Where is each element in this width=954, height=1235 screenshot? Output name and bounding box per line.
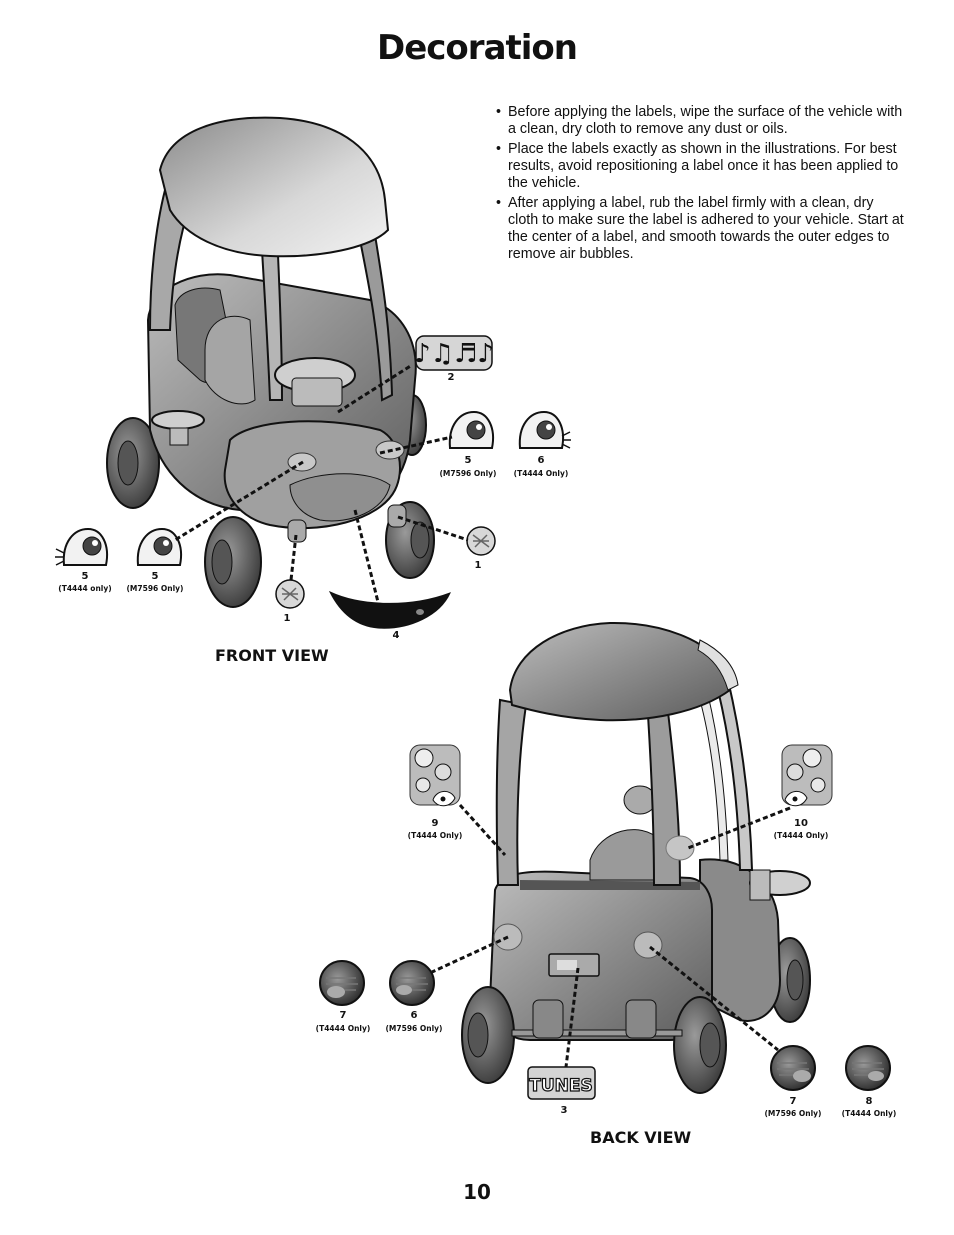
callout-number: 3 bbox=[561, 1105, 568, 1116]
front-view-car bbox=[106, 116, 435, 608]
callout-note: (M7596 Only) bbox=[440, 469, 497, 478]
front-view-label: FRONT VIEW bbox=[215, 646, 329, 665]
leader-line bbox=[564, 967, 580, 1068]
tunes-sticker-text: TUNES bbox=[529, 1076, 592, 1096]
callout-number: 10 bbox=[794, 818, 808, 829]
callout-number: 1 bbox=[284, 613, 291, 624]
back-view-car bbox=[461, 621, 811, 1094]
taillight-sticker-7b bbox=[770, 1045, 816, 1091]
instruction-item: Before applying the labels, wipe the sur… bbox=[494, 104, 904, 138]
flower-sticker-right bbox=[781, 744, 833, 807]
instruction-item: After applying a label, rub the label fi… bbox=[494, 195, 904, 263]
callout-note: (T4444 Only) bbox=[842, 1109, 897, 1118]
callout-number: 5 bbox=[465, 455, 472, 466]
callout-note: (T4444 Only) bbox=[774, 831, 829, 840]
callout-number: 6 bbox=[411, 1010, 418, 1021]
callout-number: 5 bbox=[82, 571, 89, 582]
callout-note: (T4444 Only) bbox=[408, 831, 463, 840]
leader-line bbox=[174, 460, 304, 542]
callout-note: (M7596 Only) bbox=[127, 584, 184, 593]
callout-number: 2 bbox=[448, 372, 455, 383]
eye-sticker-lashes bbox=[518, 410, 571, 449]
callout-number: 8 bbox=[866, 1096, 873, 1107]
callout-note: (T4444 only) bbox=[58, 584, 111, 593]
instruction-item: Place the labels exactly as shown in the… bbox=[494, 141, 904, 192]
leader-line bbox=[337, 363, 413, 414]
callout-number: 1 bbox=[475, 560, 482, 571]
eye-sticker-right bbox=[448, 410, 494, 449]
leader-line bbox=[649, 945, 779, 1052]
callout-note: (T4444 Only) bbox=[316, 1024, 371, 1033]
music-notes-sticker: ♪♫♬♪ bbox=[414, 335, 494, 371]
callout-number: 6 bbox=[538, 455, 545, 466]
tunes-sticker: TUNES bbox=[527, 1066, 596, 1100]
light-sticker-right bbox=[466, 526, 496, 556]
leader-line bbox=[379, 435, 453, 455]
callout-number: 9 bbox=[432, 818, 439, 829]
svg-text:♪♫♬♪: ♪♫♬♪ bbox=[414, 339, 494, 369]
callout-number: 5 bbox=[152, 571, 159, 582]
instruction-list: Before applying the labels, wipe the sur… bbox=[494, 104, 904, 266]
eye-sticker-lashes-left bbox=[55, 527, 108, 566]
callout-number: 7 bbox=[340, 1010, 347, 1021]
smile-sticker bbox=[328, 590, 451, 629]
page-title: Decoration bbox=[377, 28, 578, 68]
callout-note: (M7596 Only) bbox=[386, 1024, 443, 1033]
leader-line bbox=[353, 509, 380, 603]
callout-note: (M7596 Only) bbox=[765, 1109, 822, 1118]
callout-note: (T4444 Only) bbox=[514, 469, 569, 478]
eye-sticker-left bbox=[136, 527, 182, 566]
callout-number: 4 bbox=[393, 630, 400, 641]
leader-line bbox=[687, 806, 791, 850]
light-sticker-left bbox=[275, 579, 305, 609]
callout-number: 7 bbox=[790, 1096, 797, 1107]
back-view-label: BACK VIEW bbox=[590, 1128, 692, 1147]
taillight-sticker-7a bbox=[319, 960, 365, 1006]
page-number: 10 bbox=[463, 1180, 491, 1204]
leader-line bbox=[431, 935, 509, 974]
taillight-sticker-6 bbox=[389, 960, 435, 1006]
flower-sticker-left bbox=[409, 744, 461, 807]
leader-line bbox=[458, 803, 507, 857]
leader-line bbox=[397, 515, 469, 542]
taillight-sticker-8 bbox=[845, 1045, 891, 1091]
